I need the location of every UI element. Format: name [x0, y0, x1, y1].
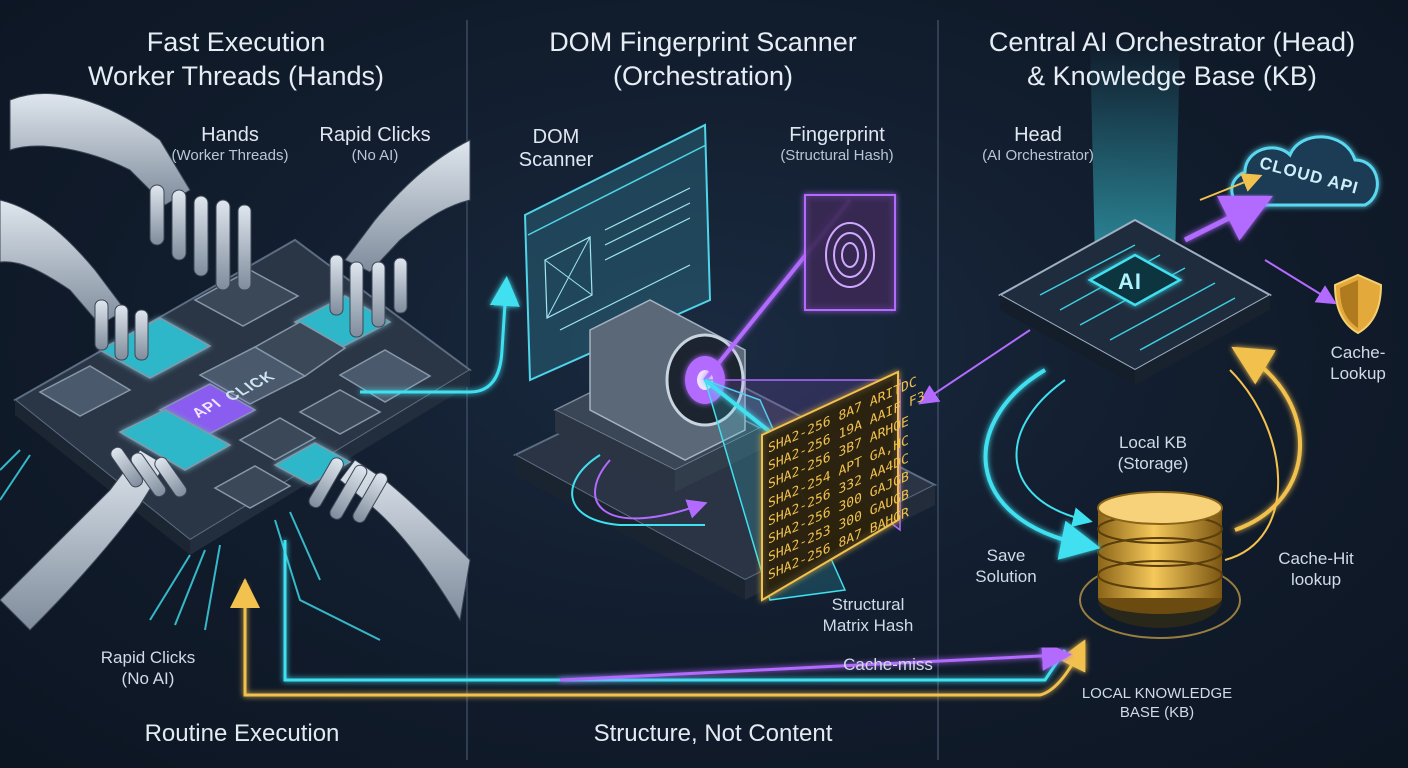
label-hands: Hands (Worker Threads)	[172, 124, 289, 164]
label-fingerprint-text: Fingerprint	[789, 124, 885, 146]
panel-1-title-line1: Fast Execution	[146, 27, 326, 57]
key-4	[253, 321, 347, 377]
panel-1-footer: Routine Execution	[144, 720, 340, 747]
panel-1-title: Fast Execution Worker Threads (Hands)	[88, 25, 384, 93]
panel-1-title-line2: Worker Threads (Hands)	[87, 61, 385, 91]
label-head: Head (AI Orchestrator)	[982, 124, 1094, 164]
label-local-knowledge-base: LOCAL KNOWLEDGE BASE (KB)	[1082, 684, 1232, 722]
label-rapid-clicks-bottom: Rapid Clicks (No AI)	[101, 647, 195, 689]
key-8	[213, 465, 292, 509]
key-6	[298, 389, 382, 435]
label-structural-line1: Structural	[831, 595, 905, 614]
label-cache-miss: Cache-miss	[843, 655, 933, 674]
label-local-kb: Local KB (Storage)	[1118, 432, 1189, 474]
panel-3-title-line1: Central AI Orchestrator (Head)	[988, 27, 1356, 57]
ai-chip-label: AI	[1118, 269, 1142, 294]
robot-hand-top-right	[329, 139, 471, 338]
robot-hand-bottom-right	[308, 457, 471, 622]
panel-2-title-line2: (Orchestration)	[612, 61, 794, 91]
label-local-kb-line2: (Storage)	[1117, 454, 1189, 473]
label-dom-scanner-line2: Scanner	[518, 149, 594, 171]
label-save-line2: Solution	[975, 567, 1037, 586]
key-2	[193, 269, 300, 327]
fingerprint-card	[804, 194, 896, 311]
label-dom-scanner: DOM Scanner	[519, 126, 594, 172]
label-rapid-clicks-text: Rapid Clicks	[319, 124, 431, 146]
key-7	[238, 417, 317, 461]
scanner-device	[553, 299, 762, 492]
label-hands-sub: (Worker Threads)	[171, 147, 289, 164]
label-no-ai-text: (No AI)	[351, 147, 399, 164]
robot-hand-top-left	[9, 93, 252, 291]
label-cache-lookup: Cache- Lookup	[1330, 342, 1386, 384]
label-structural-matrix-hash: Structural Matrix Hash	[823, 594, 914, 636]
label-local-kb-line1: Local KB	[1118, 433, 1188, 452]
connector-cache-lookup	[1264, 259, 1337, 305]
database-stack-icon	[1079, 491, 1241, 639]
label-cache-hit-line1: Cache-Hit	[1278, 549, 1354, 568]
label-structural-line2: Matrix Hash	[822, 616, 914, 635]
label-head-sub: (AI Orchestrator)	[982, 147, 1094, 164]
key-3	[38, 365, 132, 417]
label-fingerprint-sub: (Structural Hash)	[780, 147, 894, 164]
panel-2-title-line1: DOM Fingerprint Scanner	[549, 27, 857, 57]
label-save-solution: Save Solution	[975, 545, 1036, 587]
connector-save-solution	[983, 368, 1101, 560]
label-head-text: Head	[1014, 124, 1062, 146]
hash-matrix-panel	[761, 370, 899, 602]
label-cache-hit: Cache-Hit lookup	[1278, 548, 1354, 590]
connector-cache-hit	[1224, 346, 1303, 561]
connector-ai-to-cloud	[1183, 173, 1273, 243]
robot-hand-bottom-left	[0, 446, 188, 631]
key-glowing-4	[273, 442, 352, 485]
label-dom-scanner-line1: DOM	[532, 126, 580, 148]
label-save-line1: Save	[986, 546, 1026, 565]
label-cache-lookup-line1: Cache-	[1330, 343, 1386, 362]
label-no-ai-bottom-text: (No AI)	[121, 669, 175, 688]
panel-2-title: DOM Fingerprint Scanner (Orchestration)	[549, 25, 857, 93]
label-rapid-clicks-bottom-text: Rapid Clicks	[100, 648, 196, 667]
label-cache-hit-line2: lookup	[1290, 570, 1342, 589]
label-cache-lookup-line2: Lookup	[1330, 364, 1386, 383]
label-lkb-line2: BASE (KB)	[1119, 704, 1195, 721]
label-rapid-clicks-top: Rapid Clicks (No AI)	[319, 124, 430, 164]
ai-chip-board	[997, 218, 1273, 385]
panel-3-title-line2: & Knowledge Base (KB)	[1027, 61, 1317, 91]
shield-icon	[1333, 273, 1383, 335]
connector-ai-to-scanner	[918, 329, 1031, 405]
panel-2-footer: Structure, Not Content	[593, 720, 833, 747]
connector-cache-miss	[230, 540, 1086, 697]
label-hands-text: Hands	[201, 124, 259, 146]
panel-3-title: Central AI Orchestrator (Head) & Knowled…	[989, 25, 1355, 93]
label-lkb-line1: LOCAL KNOWLEDGE	[1081, 685, 1233, 702]
connector-pad-to-browser	[360, 276, 520, 394]
label-fingerprint: Fingerprint (Structural Hash)	[780, 124, 893, 164]
ai-light-beam	[1090, 40, 1180, 260]
connector-scanner-cables	[571, 454, 708, 526]
cloud-api-icon	[1230, 135, 1379, 207]
robot-hand-mid-left	[0, 199, 149, 361]
